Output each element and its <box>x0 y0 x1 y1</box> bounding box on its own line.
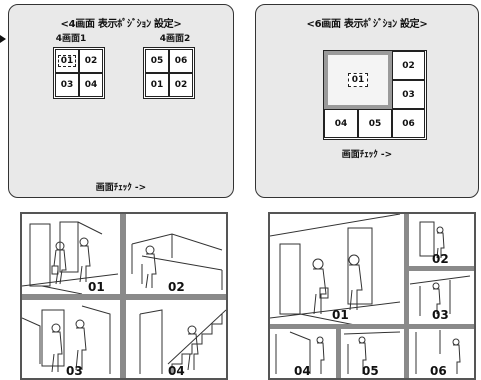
split-divider-horizontal <box>22 294 226 300</box>
person-body <box>51 331 63 373</box>
screen-check-button[interactable]: 画面ﾁｪｯｸ -> <box>341 150 393 160</box>
person-body <box>79 245 91 283</box>
grid-cell[interactable]: 01 <box>324 51 392 109</box>
person-body <box>313 268 327 315</box>
person-body <box>359 342 367 374</box>
person-head <box>358 336 366 344</box>
door-shape <box>29 223 51 287</box>
camera-label: 04 <box>168 364 185 378</box>
person-body <box>187 333 199 371</box>
person-head <box>51 323 61 333</box>
four-screen-position-panel: <4画面 表示ﾎﾟｼﾞｼｮﾝ 設定> 4画面1 4画面2 01 02 03 04… <box>8 4 234 198</box>
wall-line <box>77 221 103 235</box>
grid-cell[interactable]: 05 <box>145 49 169 73</box>
floor-line <box>22 273 119 287</box>
person-head <box>312 258 324 270</box>
wall-line <box>343 331 401 374</box>
person-body <box>317 342 325 374</box>
person-head <box>316 336 324 344</box>
person-body <box>433 288 441 314</box>
person-body <box>75 327 87 371</box>
grid-cell[interactable]: 06 <box>392 109 425 138</box>
grid-cell[interactable]: 04 <box>324 109 358 138</box>
person-head <box>145 245 155 255</box>
grid-cell[interactable]: 04 <box>79 73 103 97</box>
split-divider-vertical <box>336 324 341 378</box>
grid-cell[interactable]: 03 <box>55 73 79 97</box>
six-screen-title: <6画面 表示ﾎﾟｼﾞｼｮﾝ 設定> <box>306 19 428 30</box>
split-divider-horizontal <box>404 266 474 271</box>
wall-line <box>275 331 311 374</box>
four-screen-title: <4画面 表示ﾎﾟｼﾞｼｮﾝ 設定> <box>60 19 182 30</box>
camera-label: 03 <box>66 364 83 378</box>
door-shape <box>347 227 373 305</box>
camera-label: 05 <box>362 364 379 378</box>
counter-lines <box>131 233 223 290</box>
six-screen-position-panel: <6画面 表示ﾎﾟｼﾞｼｮﾝ 設定> 01 02 03 04 05 06 画面ﾁ… <box>255 4 479 198</box>
door-shape <box>419 221 435 257</box>
grid-cell[interactable]: 05 <box>358 109 392 138</box>
grid-cell[interactable]: 02 <box>392 51 425 80</box>
camera-label: 01 <box>88 280 105 294</box>
camera-label: 02 <box>432 252 449 266</box>
split-divider-horizontal <box>270 324 474 329</box>
grid-cell[interactable]: 02 <box>79 49 103 73</box>
person-body <box>453 344 461 374</box>
wall-line <box>22 305 111 374</box>
person-body <box>145 253 157 289</box>
wall-line <box>409 275 471 316</box>
person-head <box>187 325 197 335</box>
door-shape <box>279 243 301 315</box>
grid-cell[interactable]: 03 <box>392 80 425 109</box>
four-split-illustration <box>22 214 226 378</box>
person-head <box>79 237 89 247</box>
person-head <box>348 254 360 266</box>
floor-line <box>41 285 83 295</box>
grid-cell[interactable]: 01 <box>145 73 169 97</box>
four-screen-2-label: 4画面2 <box>159 34 191 44</box>
wall-line <box>415 330 441 374</box>
person-body <box>436 232 445 259</box>
six-split-illustration <box>270 214 474 378</box>
bag-shape <box>319 287 329 299</box>
grid-cell[interactable]: 01 <box>55 49 79 73</box>
camera-label: 01 <box>332 308 349 322</box>
grid-cell[interactable]: 06 <box>169 49 193 73</box>
person-head <box>75 319 85 329</box>
six-split-camera-view: 01 02 03 04 05 06 <box>268 212 476 380</box>
split-divider-vertical <box>404 324 409 378</box>
person-head <box>432 282 440 290</box>
pointer-arrow-icon <box>0 35 6 43</box>
four-screen-2-grid: 05 06 01 02 <box>143 47 195 99</box>
grid-cell[interactable]: 02 <box>169 73 193 97</box>
bag-shape <box>51 265 59 275</box>
screen-check-button[interactable]: 画面ﾁｪｯｸ -> <box>95 183 147 193</box>
person-body <box>349 264 363 311</box>
camera-label: 04 <box>294 364 311 378</box>
camera-label: 02 <box>168 280 185 294</box>
camera-label: 06 <box>430 364 447 378</box>
handrail-line <box>167 309 226 365</box>
four-screen-1-label: 4画面1 <box>55 34 87 44</box>
door-shape <box>139 309 163 374</box>
door-shape <box>59 221 79 273</box>
four-split-camera-view: 01 02 03 04 <box>20 212 228 380</box>
four-screen-1-grid: 01 02 03 04 <box>53 47 105 99</box>
six-screen-grid: 01 02 03 04 05 06 <box>323 50 427 140</box>
person-head <box>436 226 444 234</box>
camera-label: 03 <box>432 308 449 322</box>
person-head <box>452 338 460 346</box>
